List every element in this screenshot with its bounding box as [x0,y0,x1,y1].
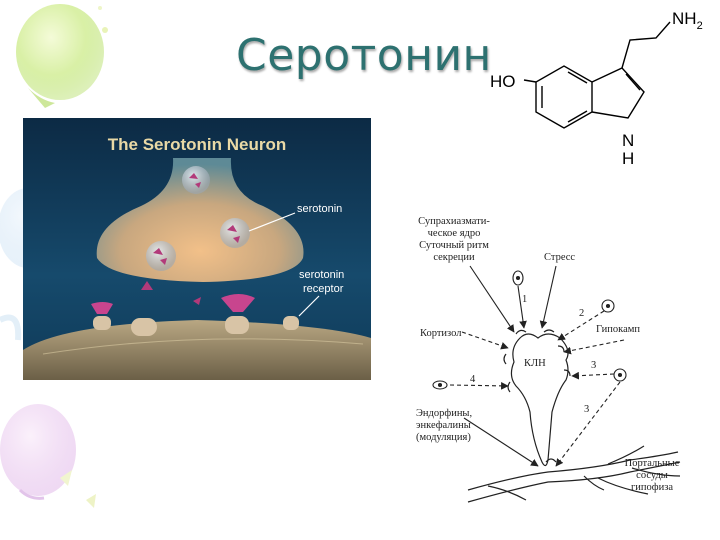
synapse-terminal [545,458,557,463]
serotonin-receptor [91,302,113,330]
arrow-cortisol-to-kln [461,331,509,350]
receptor-pointer [298,295,320,317]
balloon-purple [0,404,76,500]
scn-label-line1: Супрахиазмати- [418,216,490,227]
serotonin-neuron-figure: The Serotonin Neuron serotonin serotonin… [23,118,371,380]
figure-title: The Serotonin Neuron [108,135,287,154]
synapse-terminal [507,381,511,393]
serotonin-pointer [248,212,296,232]
hpa-regulation-diagram: Супрахиазмати- ческое ядро Суточный ритм… [416,216,681,503]
neuron-soma-scn [512,270,524,286]
synapse-terminal [557,345,565,353]
hydroxyl-label: HO [490,72,516,91]
receptor-label-line2: receptor [303,283,344,295]
molecule-bonds [523,21,671,129]
path-number: 2 [579,308,584,319]
sparkle [98,6,102,10]
receptor-label-line1: serotonin [299,269,344,281]
neuron-soma-right [613,368,627,382]
balloon-green [16,4,104,108]
serotonin-receptor [283,316,299,330]
synapse-terminal [563,369,571,377]
nitrogen-label: N [622,131,634,150]
neuron-soma-left [432,380,448,390]
path-number: 4 [470,374,476,385]
sparkle [86,494,96,508]
arrow-endorphins-to-terminal [463,417,539,467]
vesicle [146,241,176,271]
portal-label-line1: Портальные [625,458,680,469]
scn-label-line2: ческое ядро [428,228,481,239]
neuron-soma-stress [601,299,615,313]
serotonin-label: serotonin [297,203,342,215]
arrow-scn-to-kln [517,285,527,329]
endorphins-label-line2: энкефалины [416,420,471,431]
scn-label-line3: Суточный ритм [419,240,489,251]
portal-vessels [467,445,681,503]
hydrogen-label: H [622,149,634,168]
sparkle [60,470,72,486]
serotonin-receptor [131,318,157,336]
serotonin-structure-diagram: HO NH2 N H [490,9,703,168]
postsynaptic-membrane [23,320,371,380]
amine-label: NH2 [672,9,703,32]
slide-title: Серотонин [236,30,492,81]
kln-label: КЛН [524,358,546,369]
arrow-path4-to-kln [449,382,509,390]
stress-label: Стресс [544,252,575,263]
portal-label-line3: гипофиза [631,482,673,493]
arrow-path3-to-kln [571,371,615,380]
vesicle [220,218,250,248]
arrow-path3-to-terminal [555,381,621,467]
synapse-terminal [503,353,507,365]
arrow-stress-to-kln [539,265,557,329]
endorphins-label-line3: (модуляция) [416,432,471,443]
serotonin-molecule [193,297,201,305]
endorphins-label-line1: Эндорфины, [416,408,472,419]
hippocampus-label: Гипокамп [596,324,640,335]
kln-neuron [510,333,569,467]
path-number: 3 [584,404,589,415]
arrow-rhythm-to-kln [469,265,515,333]
sparkle [102,27,108,33]
arrow-hippocampus-to-kln [563,339,625,355]
streamer [0,314,22,341]
serotonin-receptor [221,294,255,334]
scn-label-line4: секреции [433,252,475,263]
vesicle [182,166,210,194]
path-number: 1 [522,294,527,305]
path-number: 3 [591,360,596,371]
cortisol-label: Кортизол [420,328,462,339]
serotonin-molecule [141,281,153,290]
portal-label-line2: сосуды [636,470,668,481]
synapse-terminal [515,329,527,335]
synapse-terminal [543,329,555,333]
arrow-hippocampus-input [557,310,605,341]
